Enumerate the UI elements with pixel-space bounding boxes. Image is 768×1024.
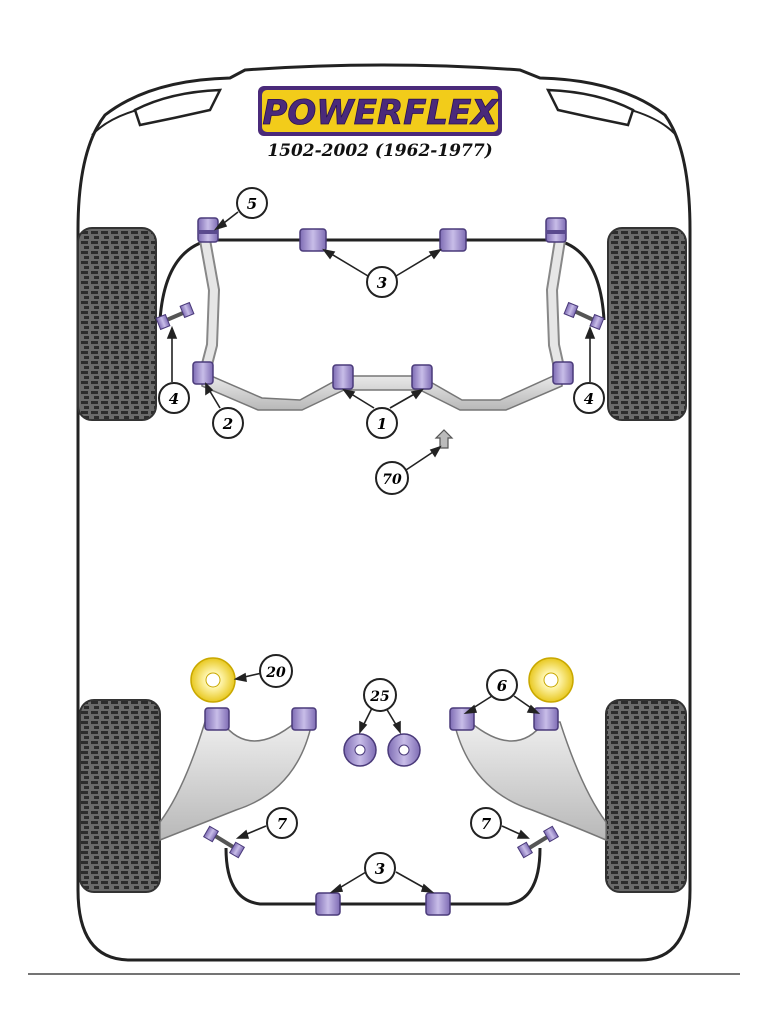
- callout-5: 5: [237, 188, 267, 218]
- callout-1: 1: [367, 408, 397, 438]
- svg-text:6: 6: [497, 677, 508, 695]
- front-right-tyre-icon: [608, 228, 686, 420]
- callout-4-right: 4: [574, 383, 604, 413]
- svg-text:20: 20: [265, 665, 286, 681]
- bush-icon: [546, 218, 566, 242]
- bush-icon: [193, 362, 213, 384]
- callout-3-rear: 3: [365, 853, 395, 883]
- svg-text:3: 3: [377, 274, 387, 292]
- svg-text:4: 4: [169, 390, 179, 408]
- bush-icon: [300, 229, 326, 251]
- svg-text:4: 4: [584, 390, 594, 408]
- svg-text:3: 3: [375, 860, 385, 878]
- spring-pad-icon: [529, 658, 573, 702]
- bush-icon: [292, 708, 316, 730]
- svg-text:5: 5: [247, 195, 257, 213]
- callout-20: 20: [260, 655, 292, 687]
- bush-icon: [534, 708, 558, 730]
- model-title: 1502-2002 (1962-1977): [267, 141, 492, 161]
- callout-6: 6: [487, 670, 517, 700]
- bush-icon: [333, 365, 353, 389]
- bush-icon: [426, 893, 450, 915]
- svg-text:25: 25: [369, 689, 389, 705]
- bush-icon: [316, 893, 340, 915]
- diff-mount-icon: [388, 734, 420, 766]
- diff-mount-icon: [344, 734, 376, 766]
- bush-icon: [412, 365, 432, 389]
- callout-3-front: 3: [367, 267, 397, 297]
- brand-name: POWERFLEX: [262, 93, 499, 133]
- rear-left-tyre-icon: [80, 700, 160, 892]
- callout-7-right: 7: [471, 808, 501, 838]
- bush-icon: [205, 708, 229, 730]
- callout-2: 2: [213, 408, 243, 438]
- callout-70: 70: [376, 462, 408, 494]
- spring-pad-icon: [191, 658, 235, 702]
- bush-icon: [553, 362, 573, 384]
- svg-text:7: 7: [481, 815, 492, 833]
- bush-icon: [440, 229, 466, 251]
- svg-text:70: 70: [382, 472, 402, 488]
- callout-4-left: 4: [159, 383, 189, 413]
- front-left-tyre-icon: [78, 228, 156, 420]
- powerflex-logo: POWERFLEX: [258, 86, 502, 136]
- callout-25: 25: [364, 679, 396, 711]
- svg-text:7: 7: [277, 815, 288, 833]
- svg-text:2: 2: [222, 415, 233, 433]
- callout-7-left: 7: [267, 808, 297, 838]
- rear-right-tyre-icon: [606, 700, 686, 892]
- svg-text:1: 1: [377, 415, 387, 433]
